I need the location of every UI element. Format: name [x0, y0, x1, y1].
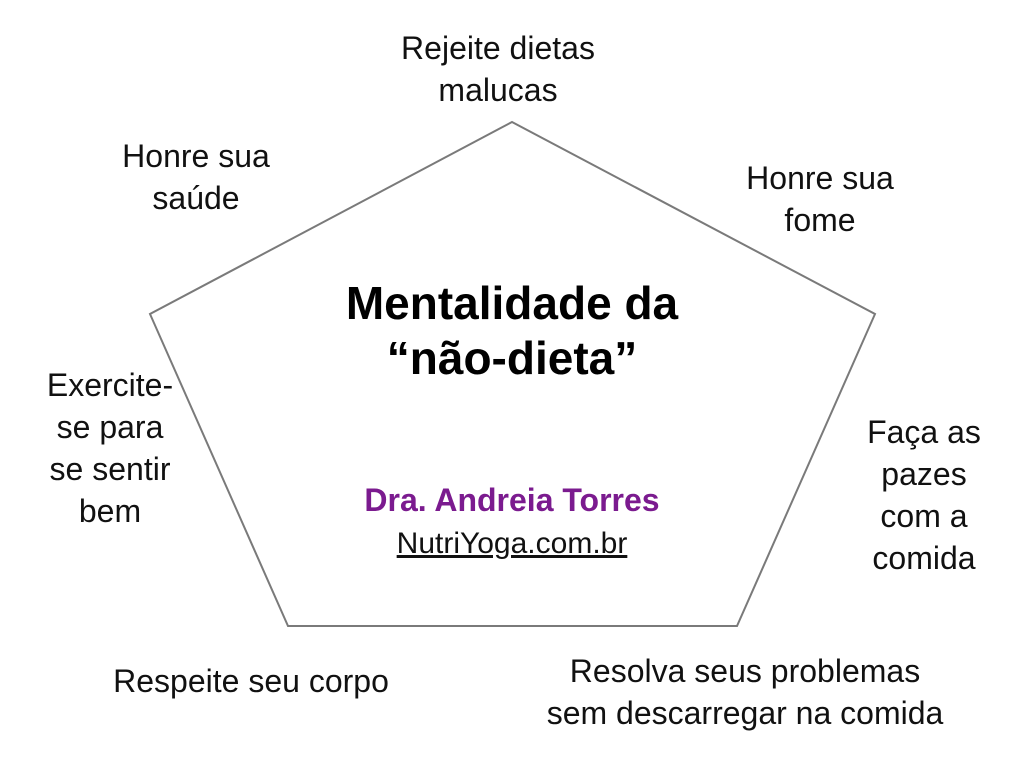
principle-make-peace-line2: pazes [881, 456, 967, 492]
principle-exercise: Exercite- se para se sentir bem [20, 364, 200, 532]
principle-exercise-line4: bem [78, 493, 142, 529]
principle-exercise-line1: Exercite- [46, 367, 174, 403]
principle-make-peace-line3: com a [880, 498, 968, 534]
principle-honor-health-line1: Honre sua [122, 138, 270, 174]
principle-solve-problems-line1: Resolva seus problemas [569, 653, 921, 689]
author-name: Dra. Andreia Torres [364, 482, 660, 518]
principle-honor-hunger-line1: Honre sua [746, 160, 894, 196]
principle-honor-hunger-line2: fome [784, 202, 856, 238]
website-link[interactable]: NutriYoga.com.br [396, 527, 628, 560]
pentagon-shape [148, 120, 877, 627]
principle-solve-problems-line2: sem descarregar na comida [546, 695, 944, 731]
principle-make-peace: Faça as pazes com a comida [834, 411, 1014, 579]
principle-make-peace-line4: comida [872, 540, 976, 576]
principle-exercise-line2: se para [56, 409, 164, 445]
principle-exercise-line3: se sentir [49, 451, 171, 487]
principle-reject-diets-line2: malucas [438, 72, 558, 108]
principle-reject-diets-line1: Rejeite dietas [401, 30, 595, 66]
diagram-title-line1: Mentalidade da [345, 277, 679, 329]
principle-solve-problems: Resolva seus problemas sem descarregar n… [490, 650, 1000, 734]
principle-honor-health: Honre sua saúde [96, 135, 296, 219]
principle-honor-hunger: Honre sua fome [720, 157, 920, 241]
principle-reject-diets: Rejeite dietas malucas [368, 27, 628, 111]
principle-make-peace-line1: Faça as [867, 414, 981, 450]
principle-respect-body: Respeite seu corpo [76, 660, 426, 702]
diagram-title: Mentalidade da “não-dieta” [262, 276, 762, 386]
diagram-title-line2: “não-dieta” [386, 332, 638, 384]
principle-respect-body-line1: Respeite seu corpo [113, 663, 389, 699]
principle-honor-health-line2: saúde [152, 180, 240, 216]
